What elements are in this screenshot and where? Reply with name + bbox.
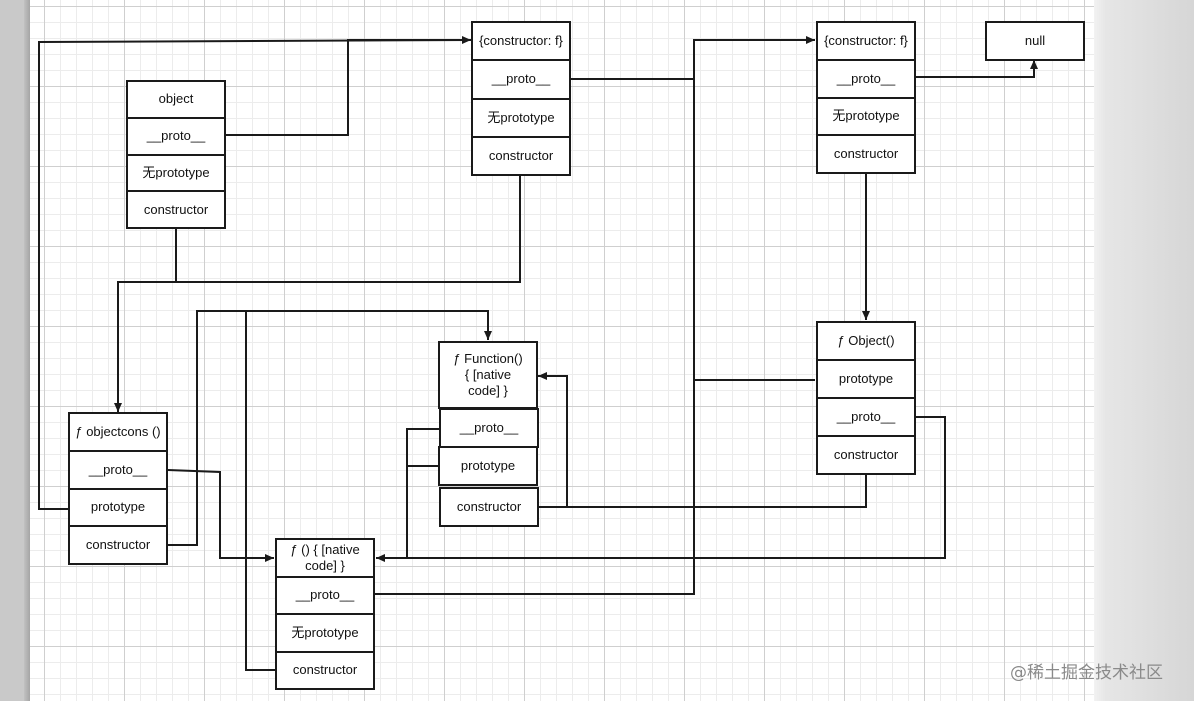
node-function-title[interactable]: ƒ Function() { [native code] }	[438, 341, 538, 409]
page-shadow	[24, 0, 30, 701]
node-anon-fn-proto: __proto__	[277, 575, 373, 614]
node-anon-fn-constructor: constructor	[277, 650, 373, 689]
edge-object-constructor-to-objectcons	[175, 175, 521, 283]
node-function-prototype[interactable]: prototype	[438, 446, 538, 486]
edge-objectcons-prototype-to-ctor-f1	[38, 39, 472, 510]
edge-objectcons-constructor-to-function	[168, 310, 492, 546]
node-object-fn-prototype: prototype	[818, 359, 914, 397]
node-ctor-f1-proto: __proto__	[473, 59, 569, 97]
node-ctor-f2-prototype: 无prototype	[818, 96, 914, 135]
node-anon-fn-prototype: 无prototype	[277, 613, 373, 651]
node-object-fn-title: ƒ Object()	[837, 333, 895, 348]
node-ctor-f1[interactable]: {constructor: f} __proto__ 无prototype co…	[471, 21, 571, 176]
edge-object-fn-proto-to-anon	[376, 416, 946, 559]
node-objectcons-prototype: prototype	[70, 487, 166, 526]
edge-join-to-objectcons	[114, 281, 176, 412]
watermark: @稀土掘金技术社区	[1010, 663, 1163, 683]
canvas-edge	[1094, 0, 1194, 701]
node-object-title: object	[158, 91, 194, 107]
edge-ctor-f2-proto-to-null	[914, 60, 1038, 78]
node-object-fn-proto: __proto__	[818, 397, 914, 435]
node-object-proto: __proto__	[128, 116, 224, 154]
node-objectcons-constructor: constructor	[70, 525, 166, 563]
node-anon-fn[interactable]: ƒ () { [native code] } __proto__ 无protot…	[275, 538, 375, 690]
node-object-prototype: 无prototype	[128, 153, 224, 191]
node-ctor-f2-constructor: constructor	[818, 134, 914, 172]
node-objectcons-proto: __proto__	[70, 449, 166, 488]
edge-function-proto-to-anon	[376, 428, 439, 562]
edge-anon-constructor-to-function	[245, 311, 275, 671]
node-ctor-f2-title: {constructor: f}	[824, 32, 908, 48]
edge-object-fn-prototype-to-ctor-f2	[693, 79, 815, 381]
node-objectcons-title: ƒ objectcons ()	[75, 423, 161, 439]
edge-object-proto-to-ctor-f1	[224, 36, 471, 136]
node-anon-fn-title: ƒ () { [native code] }	[290, 541, 360, 573]
node-null[interactable]: null	[985, 21, 1085, 61]
node-function-constructor[interactable]: constructor	[439, 487, 539, 527]
node-objectcons[interactable]: ƒ objectcons () __proto__ prototype cons…	[68, 412, 168, 565]
node-ctor-f2-proto: __proto__	[818, 58, 914, 97]
node-function-proto[interactable]: __proto__	[439, 408, 539, 448]
node-ctor-f1-constructor: constructor	[473, 135, 569, 174]
edge-objectcons-proto-to-anon	[167, 469, 274, 562]
node-object[interactable]: object __proto__ 无prototype constructor	[126, 80, 226, 229]
edge-ctor-f1-proto-to-ctor-f2	[570, 36, 815, 80]
node-object-constructor: constructor	[128, 190, 224, 227]
node-ctor-f1-title: {constructor: f}	[479, 33, 563, 49]
node-object-fn-constructor: constructor	[818, 435, 914, 473]
node-ctor-f1-prototype: 无prototype	[473, 97, 569, 136]
edge-anon-proto-to-ctor-f2	[374, 380, 695, 595]
node-object-fn[interactable]: ƒ Object() prototype __proto__ construct…	[816, 321, 916, 475]
node-ctor-f2[interactable]: {constructor: f} __proto__ 无prototype co…	[816, 21, 916, 174]
